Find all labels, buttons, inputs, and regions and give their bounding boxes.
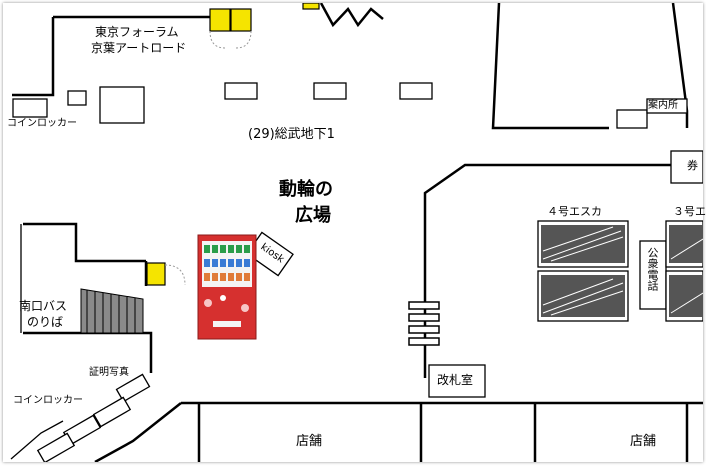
keiyo-art-road-label: 京葉アートロード xyxy=(91,41,187,55)
public-phone-label: 公衆電話 xyxy=(646,247,659,291)
tokyo-forum-label: 東京フォーラム xyxy=(95,25,179,39)
escalator-3-label: ３号エ xyxy=(673,205,706,218)
floor-plan-lines xyxy=(10,3,703,462)
south-bus-label-line2: のりば xyxy=(27,315,64,329)
coin-locker-label: コインロッカー xyxy=(7,118,77,129)
area-title: (29)総武地下1 xyxy=(248,127,335,142)
ticket-gate-room-label: 改札室 xyxy=(437,373,474,387)
plaza-label-line1: 動輪の xyxy=(279,179,333,200)
coin-locker-label-2: コインロッカー xyxy=(13,395,83,406)
information-label: 案内所 xyxy=(648,100,678,111)
id-photo-label: 証明写真 xyxy=(89,367,129,378)
escalator-4-label: ４号エスカ xyxy=(547,205,602,218)
vending-machine xyxy=(197,234,257,340)
shop-right-label: 店舗 xyxy=(630,434,657,449)
ticket-label: 券 xyxy=(687,159,698,172)
station-map: 東京フォーラム 京葉アートロード コインロッカー (29)総武地下1 動輪の 広… xyxy=(3,3,706,462)
shop-left-label: 店舗 xyxy=(296,434,323,449)
south-bus-label-line1: 南口バス xyxy=(19,299,68,313)
plaza-label-line2: 広場 xyxy=(295,205,331,226)
